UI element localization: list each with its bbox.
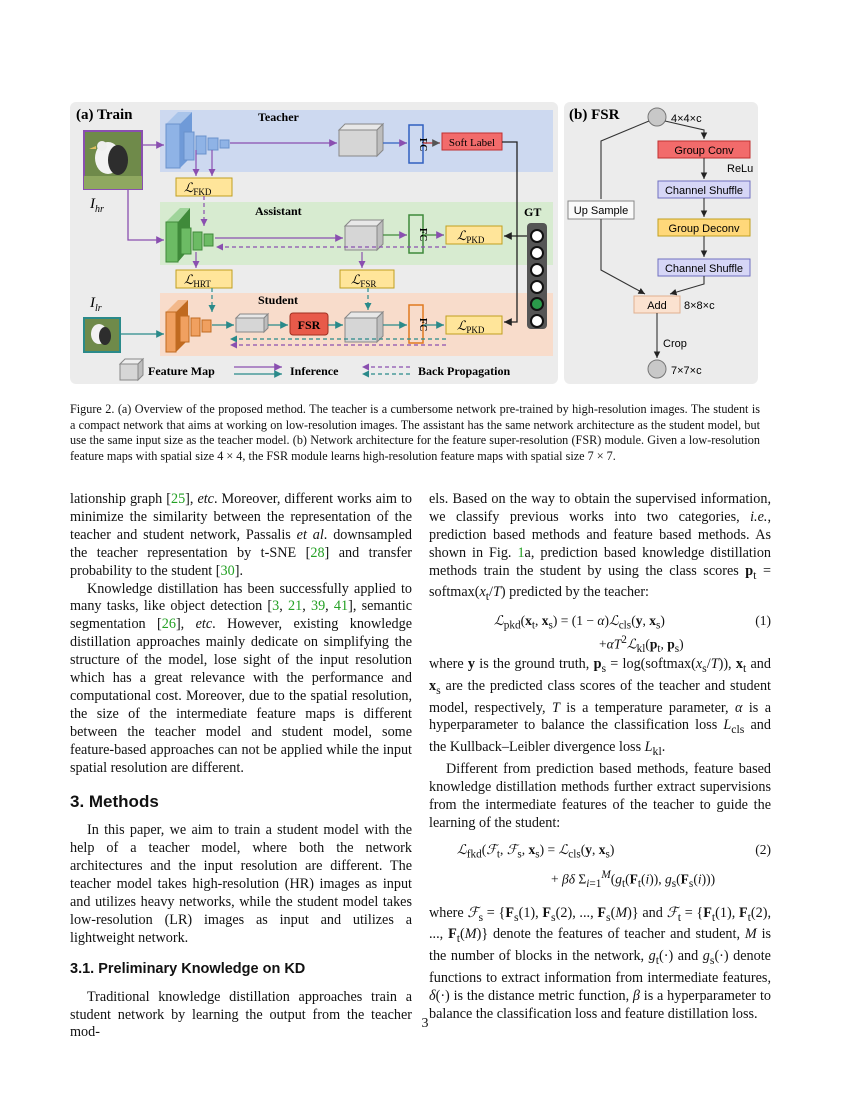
teacher-label: Teacher xyxy=(258,110,300,124)
svg-text:Feature Map: Feature Map xyxy=(148,364,215,378)
svg-text:Channel Shuffle: Channel Shuffle xyxy=(665,185,743,197)
hr-image xyxy=(83,130,143,190)
assistant-fc xyxy=(408,214,424,254)
citation-link[interactable]: 21 xyxy=(288,598,303,615)
citation-link[interactable]: 28 xyxy=(310,544,325,561)
lr-image xyxy=(83,317,121,353)
citation-link[interactable]: 26 xyxy=(161,616,176,633)
figure-2: (a) Train (b) FSR Teacher Assistant Stud… xyxy=(70,102,758,384)
student-fc xyxy=(408,304,424,344)
citation-link[interactable]: 3 xyxy=(272,598,280,615)
gt-label: GT xyxy=(524,205,541,219)
train-title: (a) Train xyxy=(76,107,133,123)
right-paragraph-2: where y is the ground truth, ps = log(so… xyxy=(429,656,771,759)
teacher-fc-label: FC xyxy=(417,138,428,151)
svg-text:Inference: Inference xyxy=(290,364,339,378)
svg-text:8×8×c: 8×8×c xyxy=(684,300,715,312)
svg-text:Crop: Crop xyxy=(663,338,687,350)
teacher-network xyxy=(165,112,230,169)
fsr-output-node xyxy=(647,359,667,379)
ihr-label: Ihr xyxy=(89,196,104,215)
right-paragraph-4: where ℱs = {Fs(1), Fs(2), ..., Fs(M)} an… xyxy=(429,904,772,1022)
fsr-module-label: FSR xyxy=(298,318,321,332)
svg-text:Channel Shuffle: Channel Shuffle xyxy=(665,263,743,275)
assistant-feature-map xyxy=(343,218,385,252)
loss-fkd: ℒFKD xyxy=(175,177,233,197)
section-heading-methods: 3. Methods xyxy=(70,791,159,811)
legend: Feature Map Inference Back Propagation xyxy=(118,357,510,382)
soft-label-text: Soft Label xyxy=(449,137,495,149)
left-column: lationship graph [25], etc. Moreover, di… xyxy=(70,491,412,1042)
equation-2: ℒfkd(ℱt, ℱs, xs) = ℒcls(y, xs) + βδ Σi=1… xyxy=(457,841,771,890)
teacher-fc xyxy=(408,124,424,164)
figure-caption: Figure 2. (a) Overview of the proposed m… xyxy=(70,402,760,463)
left-paragraph-1: lationship graph [25], etc. Moreover, di… xyxy=(70,491,413,579)
svg-text:Group Deconv: Group Deconv xyxy=(669,223,740,235)
student-small-feature-map xyxy=(234,312,270,334)
gt-bar xyxy=(527,223,547,329)
right-paragraph-1: els. Based on the way to obtain the supe… xyxy=(429,491,772,604)
citation-link[interactable]: 39 xyxy=(310,598,326,615)
right-column: els. Based on the way to obtain the supe… xyxy=(429,491,771,1023)
flow-arrows xyxy=(120,139,527,349)
svg-text:4×4×c: 4×4×c xyxy=(671,113,702,125)
subsection-heading-kd: 3.1. Preliminary Knowledge on KD xyxy=(70,960,306,977)
figure-link[interactable]: 1 xyxy=(517,544,525,561)
fsr-title: (b) FSR xyxy=(569,107,620,123)
right-paragraph-3: Different from prediction based methods,… xyxy=(429,760,771,831)
student-fc-label: FC xyxy=(417,318,428,331)
teacher-feature-map xyxy=(337,122,385,158)
fsr-module-box xyxy=(289,312,329,336)
citation-link[interactable]: 41 xyxy=(333,598,349,615)
fsr-panel xyxy=(564,102,758,384)
fsr-input-node xyxy=(647,107,667,127)
page-number: 3 xyxy=(421,1016,429,1031)
student-feature-map xyxy=(343,310,385,344)
student-network xyxy=(165,300,212,353)
svg-text:ReLu: ReLu xyxy=(727,163,753,175)
assistant-network xyxy=(165,208,214,263)
svg-text:7×7×c: 7×7×c xyxy=(671,365,702,377)
loss-pkd-assistant: ℒPKD xyxy=(445,225,503,245)
equation-1: ℒpkd(xt, xs) = (1 − α)ℒcls(y, xs) +αT2ℒk… xyxy=(494,613,771,656)
left-paragraph-3: In this paper, we aim to train a student… xyxy=(70,822,412,946)
ilr-label: Ilr xyxy=(89,295,102,314)
loss-hrt: ℒHRT xyxy=(175,269,233,289)
citation-link[interactable]: 30 xyxy=(220,562,235,579)
svg-text:Back Propagation: Back Propagation xyxy=(418,364,510,378)
svg-text:Group Conv: Group Conv xyxy=(674,145,734,157)
left-paragraph-4: Traditional knowledge distillation appro… xyxy=(70,988,412,1041)
student-label: Student xyxy=(258,293,298,307)
assistant-label: Assistant xyxy=(255,204,302,218)
citation-link[interactable]: 25 xyxy=(170,491,186,507)
svg-text:Add: Add xyxy=(647,300,667,312)
legend-feature-map-icon xyxy=(118,357,145,382)
loss-fsr: ℒFSR xyxy=(339,269,395,289)
left-paragraph-2: Knowledge distillation has been successf… xyxy=(70,580,413,776)
fsr-diagram: 4×4×c Group Conv ReLu Channel Shuffle Up… xyxy=(567,107,753,379)
assistant-fc-label: FC xyxy=(417,228,428,241)
loss-pkd-student: ℒPKD xyxy=(445,315,503,335)
svg-text:Up Sample: Up Sample xyxy=(574,205,628,217)
